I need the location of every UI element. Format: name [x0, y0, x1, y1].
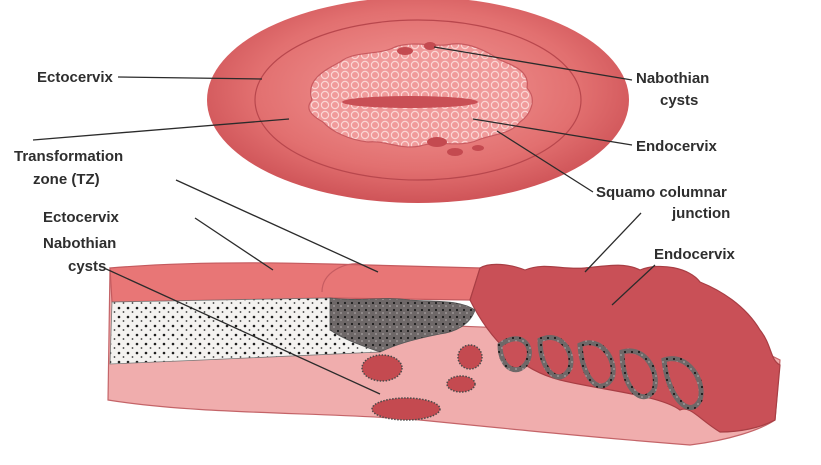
cyst-bottom: [362, 355, 402, 381]
label-squamo-line2: junction: [671, 205, 730, 222]
cervix-face-view: [207, 0, 629, 203]
label-nabothian-bottom-line2: cysts: [68, 258, 106, 275]
label-ectocervix-bottom: Ectocervix: [43, 209, 120, 226]
cyst-top: [427, 137, 447, 147]
cyst-bottom: [447, 376, 475, 392]
pointer-squamo-bottom: [585, 213, 641, 272]
label-endocervix-top: Endocervix: [636, 138, 718, 155]
pointer-ectocervix-bottom: [195, 218, 273, 270]
cyst-bottom: [372, 398, 440, 420]
label-squamo-line1: Squamo columnar: [596, 184, 727, 201]
label-endocervix-bottom: Endocervix: [654, 246, 736, 263]
label-ectocervix-top: Ectocervix: [37, 69, 114, 86]
label-nabothian-top-line1: Nabothian: [636, 70, 709, 87]
external-os: [342, 96, 478, 108]
cyst-top: [447, 148, 463, 156]
label-nabothian-bottom-line1: Nabothian: [43, 235, 116, 252]
cyst-top: [472, 145, 484, 151]
label-tz-line2: zone (TZ): [33, 171, 100, 188]
cyst-bottom: [458, 345, 482, 369]
label-tz-line1: Transformation: [14, 148, 123, 165]
cervix-cross-section: [108, 263, 780, 445]
label-nabothian-top-line2: cysts: [660, 92, 698, 109]
cyst-top: [424, 42, 436, 50]
cyst-top: [397, 47, 413, 55]
crypt: [500, 339, 529, 370]
